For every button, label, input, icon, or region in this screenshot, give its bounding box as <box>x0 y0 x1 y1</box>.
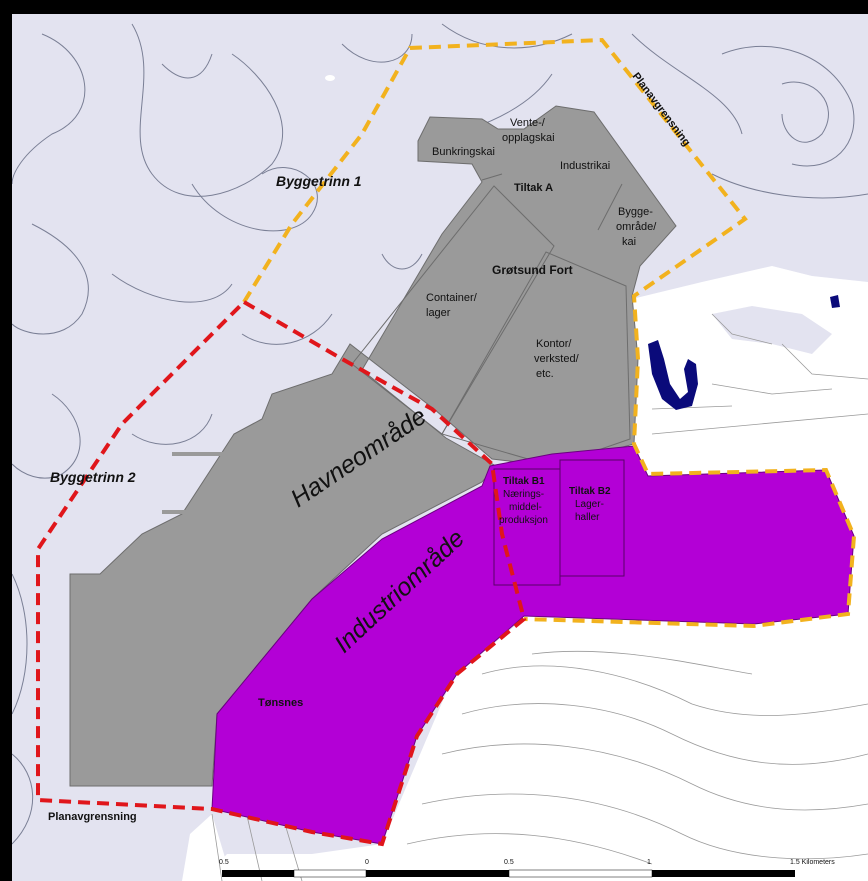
label-container-line1: Container/ <box>426 292 478 304</box>
label-grotsund-fort: Grøtsund Fort <box>492 263 573 277</box>
label-bygge-line2: område/ <box>616 221 657 233</box>
lake-small <box>830 295 840 308</box>
label-byggetrinn-2: Byggetrinn 2 <box>50 469 136 485</box>
scale-segment-4 <box>508 869 653 878</box>
label-planavgrensning-bottom: Planavgrensning <box>48 811 137 823</box>
boundary-stage-1 <box>242 37 857 629</box>
scale-tick-label-2: 0.5 <box>504 859 514 866</box>
scale-bar: 0.5 0 0.5 1 1.5 Kilometers <box>219 859 835 878</box>
label-tiltak-a: Tiltak A <box>514 182 553 194</box>
label-industrikai: Industrikai <box>560 160 610 172</box>
scale-tick-label-3: 1 <box>647 859 651 866</box>
sea-contours <box>12 23 868 845</box>
scale-segment-5 <box>652 870 795 877</box>
bay-east <box>712 306 832 354</box>
label-tiltak-b1-title: Tiltak B1 <box>503 476 545 487</box>
lake <box>648 340 698 410</box>
label-vente-line1: Vente-/ <box>510 117 546 129</box>
quay-lines <box>162 452 242 514</box>
label-bygge-line3: kai <box>622 236 636 248</box>
label-tonsnes: Tønsnes <box>258 697 303 709</box>
label-tiltak-b2-line2: Lager- <box>575 499 604 510</box>
small-islet <box>325 75 335 81</box>
label-container-line2: lager <box>426 307 451 319</box>
boundary-stage-2 <box>36 300 527 847</box>
scale-segment-1 <box>222 870 294 877</box>
tiltak-b2-box <box>559 459 625 577</box>
label-tiltak-b1-line4: produksjon <box>499 515 548 526</box>
scale-segment-3 <box>366 870 509 877</box>
label-tiltak-b1-line2: Nærings- <box>503 489 544 500</box>
label-kontor-line1: Kontor/ <box>536 338 572 350</box>
label-tiltak-b1-line3: middel- <box>509 502 542 513</box>
scale-tick-label-0: 0.5 <box>219 859 229 866</box>
map-canvas: Vente-/ opplagskai Bunkringskai Industri… <box>12 14 868 881</box>
label-kontor-line2: verksted/ <box>534 353 580 365</box>
scale-tick-label-1: 0 <box>365 859 369 866</box>
label-tiltak-b2-title: Tiltak B2 <box>569 486 611 497</box>
label-kontor-line3: etc. <box>536 368 554 380</box>
label-vente-line2: opplagskai <box>502 132 555 144</box>
label-byggetrinn-1: Byggetrinn 1 <box>276 173 362 189</box>
label-bunkringskai: Bunkringskai <box>432 146 495 158</box>
label-bygge-line1: Bygge- <box>618 206 653 218</box>
scale-tick-label-4: 1.5 Kilometers <box>790 859 835 866</box>
scale-segment-2 <box>293 869 367 878</box>
label-tiltak-b2-line3: haller <box>575 512 600 523</box>
harbour-area <box>69 105 677 787</box>
